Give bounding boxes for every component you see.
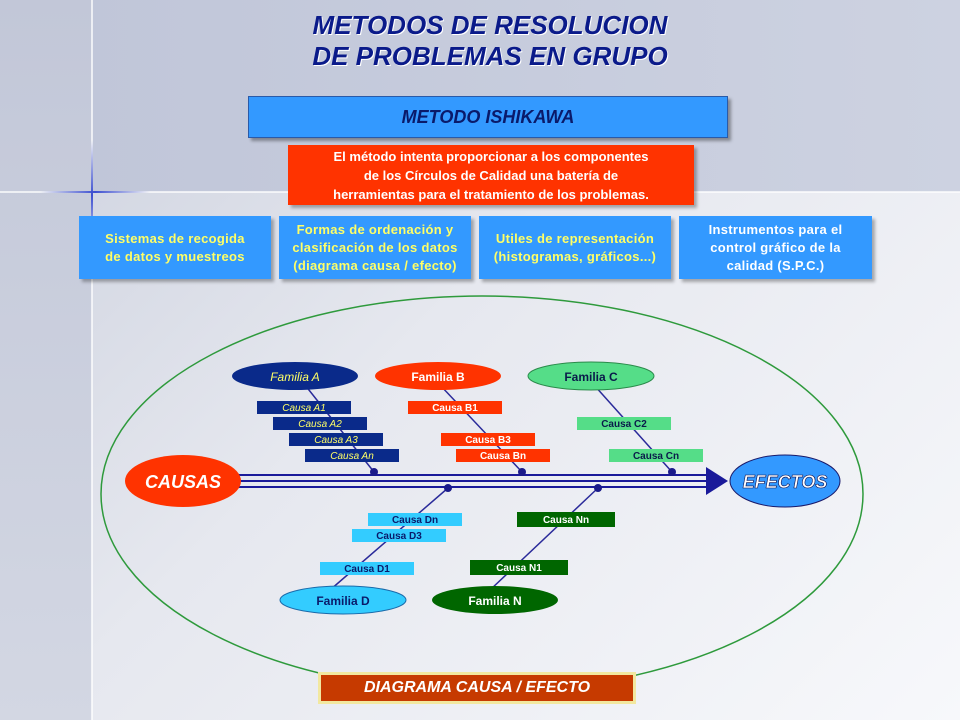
tool-4-line-1: Instrumentos para el: [708, 221, 843, 237]
cause-bn-label: Causa Bn: [480, 451, 526, 462]
tool-box-data-collection: Sistemas de recogida de datos y muestreo…: [79, 216, 271, 279]
spine: [234, 467, 728, 495]
causes-node: CAUSAS: [125, 455, 241, 507]
family-a-label: Familia A: [270, 370, 320, 384]
tool-4-line-2: control gráfico de la: [710, 239, 841, 255]
tool-1-line-1: Sistemas de recogida: [105, 230, 245, 246]
tool-box-spc-instruments: Instrumentos para el control gráfico de …: [679, 216, 872, 279]
cause-cn: Causa Cn: [609, 449, 703, 462]
family-a: Familia A: [232, 362, 358, 390]
cause-b3: Causa B3: [441, 433, 535, 446]
background-left-band: [0, 0, 92, 720]
tool-box-representation: Utiles de representación (histogramas, g…: [479, 216, 671, 279]
tool-2-line-3: (diagrama causa / efecto): [293, 257, 457, 273]
joint-c: [668, 468, 676, 476]
description-line-3: herramientas para el tratamiento de los …: [333, 186, 649, 202]
description-box: El método intenta proporcionar a los com…: [288, 145, 694, 205]
diagram-caption: DIAGRAMA CAUSA / EFECTO: [318, 672, 636, 704]
cause-a2: Causa A2: [273, 417, 367, 430]
tool-2-line-1: Formas de ordenación y: [296, 221, 454, 237]
cause-d3-label: Causa D3: [376, 531, 422, 542]
description-line-1: El método intenta proporcionar a los com…: [333, 148, 649, 164]
tool-3-line-2: (histogramas, gráficos...): [493, 248, 657, 264]
cause-d3: Causa D3: [352, 529, 446, 542]
tool-1-line-2: de datos y muestreos: [105, 248, 245, 264]
cause-a1: Causa A1: [257, 401, 351, 414]
cause-d1-label: Causa D1: [344, 564, 390, 575]
spine-arrowhead: [706, 467, 728, 495]
cause-n1: Causa N1: [470, 560, 568, 575]
cause-nn-label: Causa Nn: [543, 515, 589, 526]
cause-an-label: Causa An: [330, 451, 374, 462]
joint-a: [370, 468, 378, 476]
family-c-label: Familia C: [564, 370, 618, 384]
cause-nn: Causa Nn: [517, 512, 615, 527]
tool-box-data-ordering: Formas de ordenación y clasificación de …: [279, 216, 471, 279]
cause-cn-label: Causa Cn: [633, 451, 679, 462]
cause-c2: Causa C2: [577, 417, 671, 430]
family-d: Familia D: [279, 585, 407, 615]
page-title: METODOS DE RESOLUCION DE PROBLEMAS EN GR…: [180, 10, 800, 72]
title-line-1: METODOS DE RESOLUCION: [312, 10, 668, 40]
cause-a3-label: Causa A3: [314, 435, 358, 446]
cause-a3: Causa A3: [289, 433, 383, 446]
family-d-label: Familia D: [316, 594, 370, 608]
cause-dn-label: Causa Dn: [392, 515, 438, 526]
sparkle-vertical: [91, 140, 93, 250]
family-n: Familia N: [432, 586, 558, 614]
cause-dn: Causa Dn: [368, 513, 462, 526]
title-line-2: DE PROBLEMAS EN GRUPO: [312, 41, 668, 71]
background-vertical-line: [91, 0, 93, 720]
joint-b: [518, 468, 526, 476]
cause-c2-label: Causa C2: [601, 419, 647, 430]
description-line-2: de los Círculos de Calidad una batería d…: [363, 167, 619, 183]
cause-n1-label: Causa N1: [496, 563, 542, 574]
family-b: Familia B: [375, 362, 501, 390]
tool-2-line-2: clasificación de los datos: [292, 239, 458, 255]
cause-a2-label: Causa A2: [298, 419, 342, 430]
bone-joints: [370, 468, 676, 492]
family-b-label: Familia B: [411, 370, 465, 384]
joint-n: [594, 484, 602, 492]
family-n-label: Familia N: [468, 594, 521, 608]
causes-label: CAUSAS: [145, 472, 221, 492]
cause-an: Causa An: [305, 449, 399, 462]
tool-4-line-3: calidad (S.P.C.): [726, 257, 825, 273]
tool-3-line-1: Utiles de representación: [495, 230, 655, 246]
family-c: Familia C: [527, 361, 655, 391]
joint-d: [444, 484, 452, 492]
effects-label: EFECTOS: [743, 472, 828, 492]
cause-b1-label: Causa B1: [432, 403, 478, 414]
cause-bn: Causa Bn: [456, 449, 550, 462]
cause-b3-label: Causa B3: [465, 435, 511, 446]
method-box: METODO ISHIKAWA: [248, 96, 728, 138]
cause-d1: Causa D1: [320, 562, 414, 575]
cause-b1: Causa B1: [408, 401, 502, 414]
cause-a1-label: Causa A1: [282, 403, 326, 414]
sparkle-horizontal: [40, 191, 150, 193]
effects-node: EFECTOS: [729, 454, 841, 508]
